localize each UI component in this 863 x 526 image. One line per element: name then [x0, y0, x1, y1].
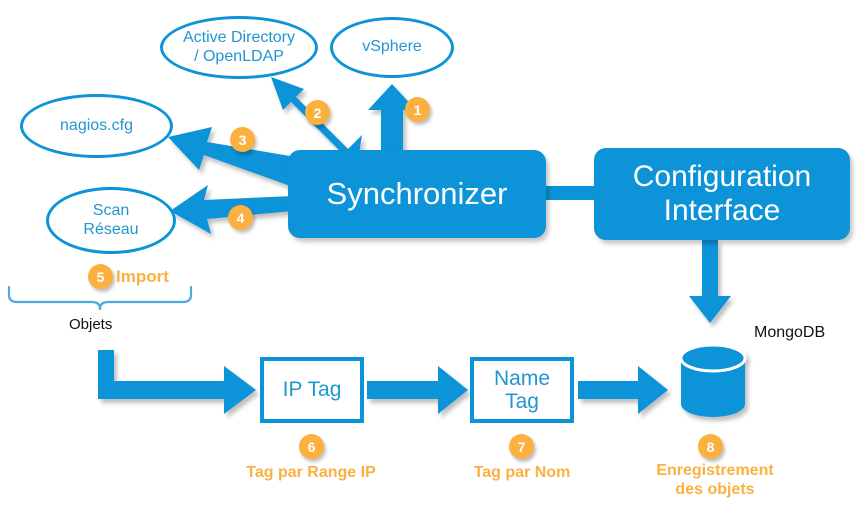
step-badge-8[interactable]: 8 — [698, 434, 723, 459]
arrow-to-nagios-cfg — [168, 127, 296, 187]
arrow-config-to-mongodb — [689, 240, 731, 323]
mongodb-cylinder-icon — [679, 343, 747, 417]
arrow-to-vsphere — [368, 84, 416, 158]
source-label-active-directory: Active Directory/ OpenLDAP — [182, 29, 296, 65]
ip-tag-box[interactable]: IP Tag — [260, 357, 364, 423]
step-badge-5-number: 5 — [96, 268, 105, 285]
step-badge-8-number: 8 — [706, 438, 715, 455]
step-badge-2-number: 2 — [313, 104, 322, 121]
ip-tag-label: IP Tag — [282, 378, 342, 402]
step-badge-6-number: 6 — [307, 438, 316, 455]
source-vsphere[interactable]: vSphere — [330, 17, 454, 78]
source-label-vsphere: vSphere — [362, 38, 422, 56]
step-badge-2[interactable]: 2 — [305, 100, 330, 125]
step-badge-4-number: 4 — [236, 209, 245, 226]
synchronizer-box[interactable]: Synchronizer — [288, 150, 546, 238]
step-badge-4[interactable]: 4 — [228, 205, 253, 230]
arrow-to-active-directory — [271, 77, 362, 180]
source-label-nagios-cfg: nagios.cfg — [60, 116, 133, 134]
label-mongodb: MongoDB — [754, 324, 826, 341]
arrow-name-tag-to-mongodb — [578, 366, 668, 414]
connector-synchronizer-config — [543, 186, 597, 200]
step-badge-7-number: 7 — [517, 438, 526, 455]
step-badge-3-number: 3 — [238, 131, 247, 148]
step-badge-7[interactable]: 7 — [509, 434, 534, 459]
arrow-ip-tag-to-name-tag — [367, 366, 468, 414]
import-bracket — [7, 285, 193, 311]
caption-tag-par-nom: Tag par Nom — [473, 464, 571, 481]
synchronizer-label: Synchronizer — [326, 175, 508, 211]
step-badge-6[interactable]: 6 — [299, 434, 324, 459]
step-badge-1-number: 1 — [413, 101, 422, 118]
step-badge-1[interactable]: 1 — [405, 97, 430, 122]
arrow-objets-to-ip-tag — [98, 350, 256, 414]
label-objets: Objets — [69, 316, 113, 333]
source-active-directory-openldap[interactable]: Active Directory/ OpenLDAP — [160, 16, 318, 79]
caption-tag-par-range-ip: Tag par Range IP — [246, 464, 376, 481]
step-badge-3[interactable]: 3 — [230, 127, 255, 152]
caption-import: Import — [116, 267, 169, 286]
source-nagios-cfg[interactable]: nagios.cfg — [20, 94, 173, 158]
step-badge-5[interactable]: 5 — [88, 264, 113, 289]
